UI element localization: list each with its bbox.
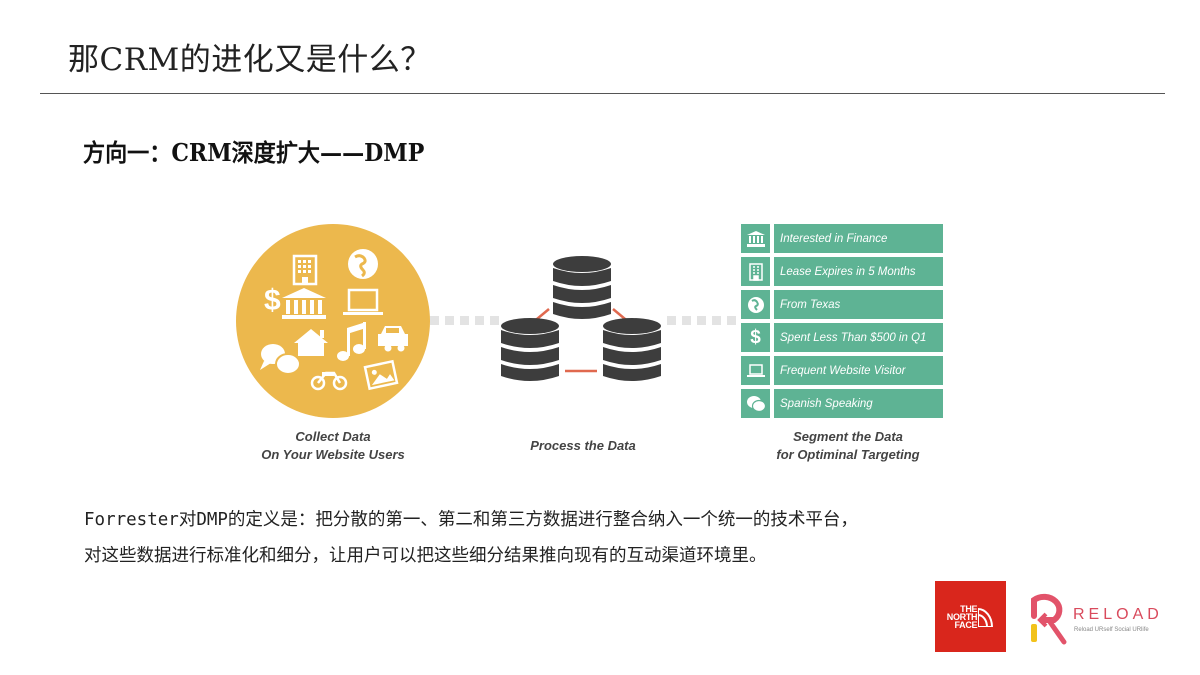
connector-dots-left (430, 316, 499, 325)
bank-icon (741, 224, 770, 253)
collect-caption: Collect Data On Your Website Users (261, 429, 405, 462)
title-divider (40, 93, 1165, 94)
database-top-icon (553, 256, 611, 319)
definition-line-1: Forrester对DMP的定义是：把分散的第一、第二和第三方数据进行整合纳入一… (84, 510, 858, 530)
connector-dots-right (667, 316, 736, 325)
process-caption: Process the Data (530, 438, 636, 453)
building-icon (741, 257, 770, 286)
house-icon (294, 329, 328, 356)
definition-line-2: 对这些数据进行标准化和细分，让用户可以把这些细分结果推向现有的互动渠道环境里。 (84, 546, 767, 566)
chat-bubbles-icon (260, 344, 301, 375)
segment-item: Interested in Finance (741, 224, 943, 253)
segment-item: Frequent Website Visitor (741, 356, 943, 385)
reload-wordmark: RELOAD (1073, 606, 1163, 623)
chat-bubbles-icon (741, 389, 770, 418)
laptop-icon (343, 288, 383, 315)
segment-item: Spanish Speaking (741, 389, 943, 418)
reload-tagline: Reload URself Social URlife (1074, 627, 1149, 633)
north-face-logo: THE NORTH FACE (935, 581, 1006, 652)
section-subtitle: 方向一：CRM深度扩大——DMP (83, 138, 425, 167)
laptop-icon (741, 356, 770, 385)
collect-data-circle: $ (236, 224, 430, 418)
segment-caption: Segment the Data for Optiminal Targeting (776, 429, 920, 462)
database-right-icon (603, 318, 661, 381)
motorcycle-icon (310, 371, 348, 391)
page-title: 那CRM的进化又是什么？ (68, 42, 432, 78)
dollar-icon: $ (741, 323, 770, 352)
music-note-icon (337, 322, 366, 361)
bank-icon (282, 288, 326, 319)
car-icon (378, 326, 408, 352)
database-cluster (497, 254, 665, 386)
segment-item: From Texas (741, 290, 943, 319)
reload-logo-mark (1028, 586, 1070, 648)
segment-item: $ Spent Less Than $500 in Q1 (741, 323, 943, 352)
globe-icon (348, 249, 378, 279)
segment-item: Lease Expires in 5 Months (741, 257, 943, 286)
database-left-icon (501, 318, 559, 381)
building-icon (292, 254, 318, 286)
picture-icon (363, 359, 399, 391)
half-dome-icon (978, 607, 994, 627)
globe-icon (741, 290, 770, 319)
svg-text:$: $ (264, 284, 281, 317)
